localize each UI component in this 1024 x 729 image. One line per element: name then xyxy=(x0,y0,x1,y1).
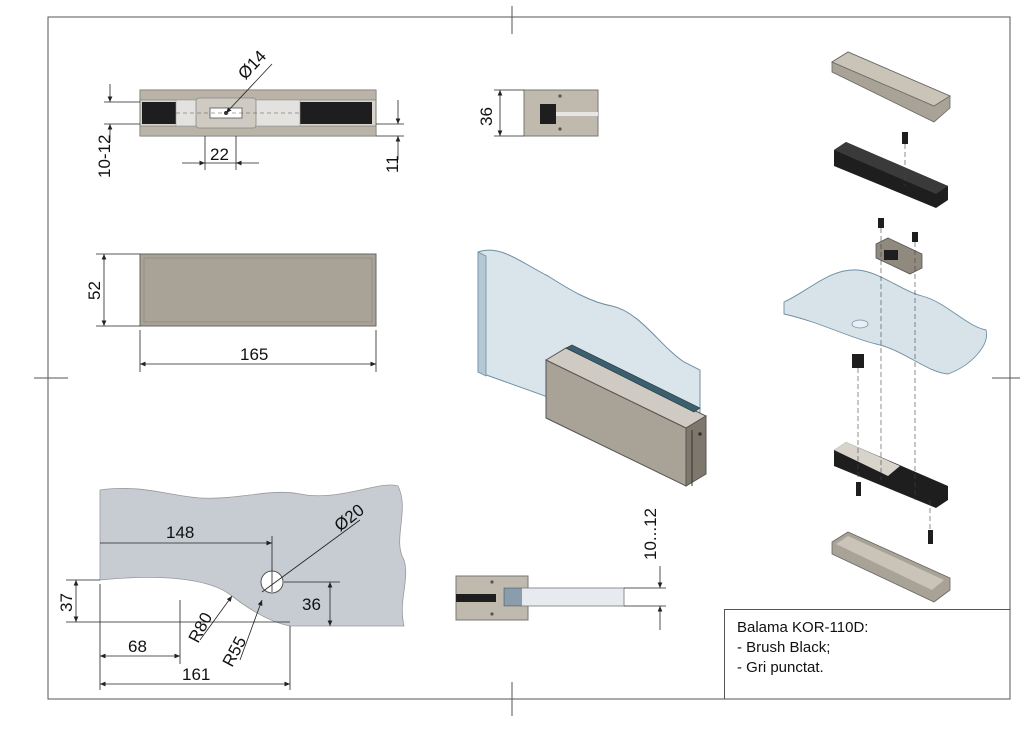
dim-diameter-14: Ø14 xyxy=(234,47,270,83)
dim-glass-10-12-range: 10...12 xyxy=(641,508,660,560)
top-view: Ø14 10-12 22 11 xyxy=(95,47,404,178)
dim-spacing-22: 22 xyxy=(210,145,229,164)
dim-total-161: 161 xyxy=(182,665,210,684)
end-view: 36 xyxy=(477,89,599,137)
front-view: 52 165 xyxy=(85,253,377,372)
dim-radius-55: R55 xyxy=(219,633,250,669)
dim-offset-37: 37 xyxy=(57,593,76,612)
exploded-axis-lines xyxy=(857,144,931,530)
dim-length-165: 165 xyxy=(240,345,268,364)
side-view: 10...12 xyxy=(455,508,666,630)
dim-glass-10-12: 10-12 xyxy=(95,135,114,178)
dim-radius-80: R80 xyxy=(185,609,216,645)
exploded-hinge-block xyxy=(875,237,923,275)
dim-offset-68: 68 xyxy=(128,637,147,656)
dim-length-148: 148 xyxy=(166,523,194,542)
model-name: Balama KOR-110D: xyxy=(737,619,869,636)
dim-height-52: 52 xyxy=(85,281,104,300)
finish-option-2: - Gri punctat. xyxy=(737,659,824,676)
iso-assembly xyxy=(477,249,708,487)
exploded-view xyxy=(783,51,987,603)
exploded-bushing xyxy=(852,354,864,368)
title-block: Balama KOR-110D: - Brush Black; - Gri pu… xyxy=(724,609,1010,699)
dim-depth-36: 36 xyxy=(302,595,321,614)
exploded-screws xyxy=(856,132,933,544)
drawing-frame xyxy=(47,16,1011,700)
dim-thickness-11: 11 xyxy=(383,155,402,173)
dim-height-36: 36 xyxy=(477,107,496,126)
cutout-view: Ø20 148 37 36 R80 R55 68 161 xyxy=(57,484,407,690)
finish-option-1: - Brush Black; xyxy=(737,639,831,656)
exploded-glass xyxy=(783,269,987,375)
